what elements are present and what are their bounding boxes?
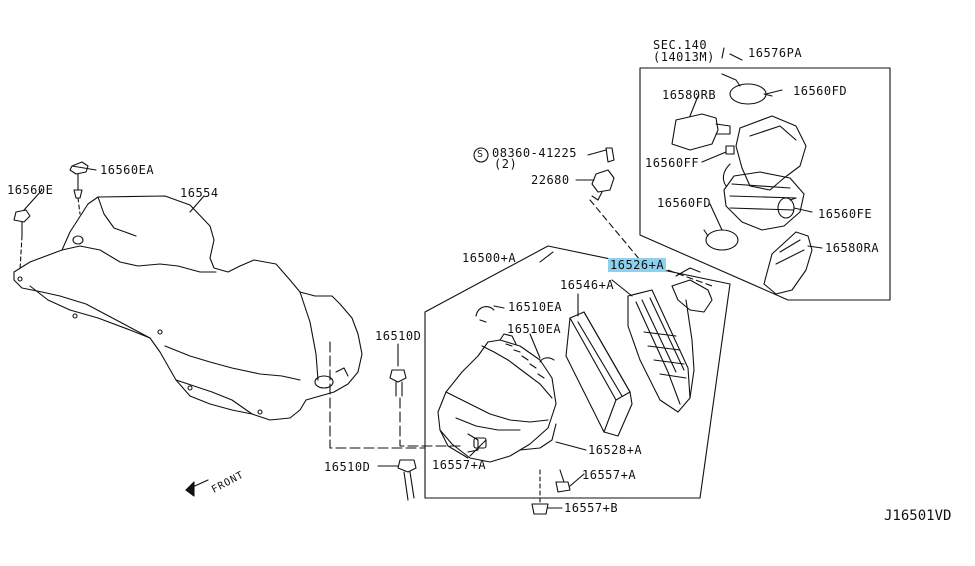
label-16500a[interactable]: 16500+A: [462, 251, 517, 265]
clamp-16510ea-lower[interactable]: [540, 358, 554, 362]
label-22680[interactable]: 22680: [531, 173, 570, 187]
label-16528a[interactable]: 16528+A: [588, 443, 643, 457]
label-16560e[interactable]: 16560E: [7, 183, 54, 197]
diagram-reference-code: J16501VD: [884, 508, 952, 524]
resonator-16580ra[interactable]: [764, 232, 812, 294]
grommet-16557b[interactable]: [532, 470, 548, 514]
label-16526a[interactable]: 16526+A: [608, 258, 667, 272]
grommet-16557a-right[interactable]: [556, 470, 570, 492]
label-sec[interactable]: SEC.140: [653, 38, 708, 52]
clip-16560ff[interactable]: [726, 146, 734, 154]
label-16510d-top[interactable]: 16510D: [375, 329, 422, 343]
duct-detail-frame: [640, 68, 890, 300]
label-bolt-spec[interactable]: 08360-41225: [492, 146, 577, 160]
label-16576pa[interactable]: 16576PA: [748, 46, 803, 60]
label-16510d-bottom[interactable]: 16510D: [324, 460, 371, 474]
clip-16560e[interactable]: [14, 210, 30, 236]
clamp-16560fe[interactable]: [778, 198, 796, 218]
air-duct-16576pa[interactable]: [723, 116, 806, 230]
label-16580rb[interactable]: 16580RB: [662, 88, 717, 102]
resonator-16580rb[interactable]: [672, 114, 730, 150]
air-cleaner-upper-cover[interactable]: [628, 268, 712, 412]
bolt-16510d-top[interactable]: [390, 370, 406, 396]
label-16557a-left[interactable]: 16557+A: [432, 458, 487, 472]
bolt-symbol-s: S: [477, 149, 484, 160]
label-16560fd-top[interactable]: 16560FD: [793, 84, 848, 98]
clip-16560ea[interactable]: [70, 162, 88, 198]
bolt-16510d-bottom[interactable]: [398, 460, 416, 500]
air-cleaner-assembly-frame: [425, 246, 730, 498]
label-16560ff[interactable]: 16560FF: [645, 156, 700, 170]
label-bolt-qty: (2): [494, 157, 518, 171]
air-cleaner-cover[interactable]: [14, 196, 362, 420]
label-16510ea-1[interactable]: 16510EA: [508, 300, 563, 314]
label-16546a[interactable]: 16546+A: [560, 278, 615, 292]
front-direction-arrow: [186, 480, 208, 496]
label-16560ea[interactable]: 16560EA: [100, 163, 155, 177]
label-sec-sub[interactable]: (14013M): [653, 50, 715, 64]
label-16557b[interactable]: 16557+B: [564, 501, 619, 515]
air-cleaner-lower-case[interactable]: [438, 334, 556, 462]
label-16557a-right[interactable]: 16557+A: [582, 468, 637, 482]
clamp-16560fd-mid[interactable]: [704, 230, 738, 250]
airflow-sensor-22680[interactable]: [592, 148, 614, 200]
grommet-16557a-left[interactable]: [474, 438, 486, 448]
label-16510ea-2[interactable]: 16510EA: [507, 322, 562, 336]
clamp-16510ea-upper[interactable]: [476, 307, 494, 322]
label-16554[interactable]: 16554: [180, 186, 219, 200]
air-filter-element[interactable]: [566, 312, 632, 436]
label-16560fd-mid[interactable]: 16560FD: [657, 196, 712, 210]
label-16580ra[interactable]: 16580RA: [825, 241, 880, 255]
label-16560fe[interactable]: 16560FE: [818, 207, 873, 221]
